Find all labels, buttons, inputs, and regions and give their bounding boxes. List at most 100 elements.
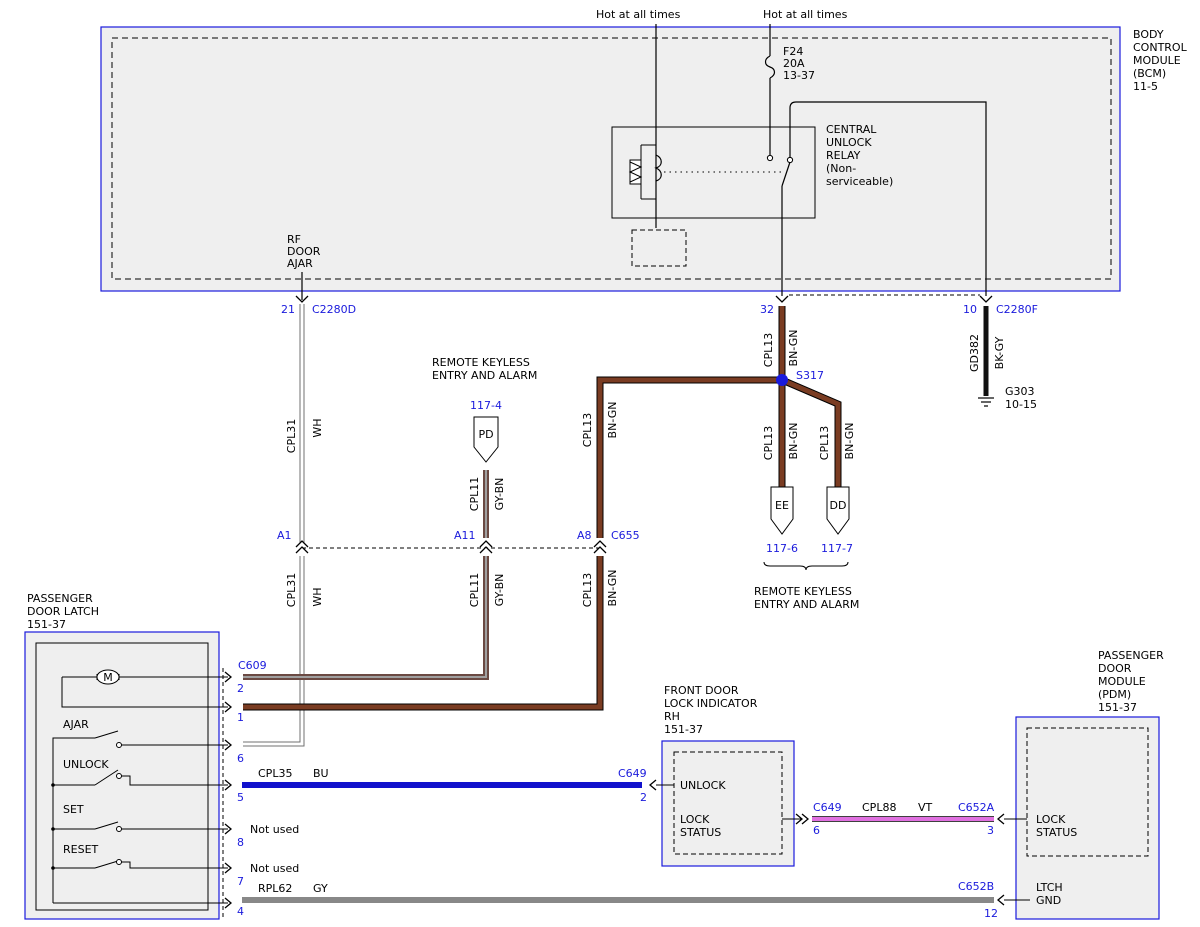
pdm-title-line2: DOOR (1098, 662, 1132, 675)
wire-color-bn-gn-left-upper: BN-GN (606, 402, 619, 439)
latch-pin-8-not-used: Not used (250, 823, 299, 836)
switch-label-reset: RESET (63, 843, 99, 856)
wire-label-cpl88: CPL88 (862, 801, 896, 814)
conn-c2280d-label: C2280D (312, 303, 356, 316)
rf-door-ajar-line2: DOOR (287, 245, 321, 258)
connector-arrow-icon (996, 813, 1005, 906)
connector-dd-label: DD (830, 499, 847, 512)
relay-driver-dashed (631, 229, 687, 267)
connector-arrow-icon (295, 295, 993, 303)
wire-label-rpl62: RPL62 (258, 882, 292, 895)
relay-label-line5: serviceable) (826, 175, 893, 188)
latch-pin-4: 4 (237, 905, 244, 918)
hot-at-all-times-left: Hot at all times (596, 8, 681, 21)
bcm-pin-32: 32 (760, 303, 774, 316)
switch-label-unlock: UNLOCK (63, 758, 109, 771)
relay-box (611, 126, 816, 219)
bcm-ref-link[interactable]: 11-5 (1133, 80, 1158, 93)
indicator-conn-c649-right: C649 (813, 801, 842, 814)
indicator-lock-status-line2: STATUS (680, 826, 721, 839)
c655-pin-a1: A1 (277, 529, 292, 542)
relay-label-line3: RELAY (826, 149, 861, 162)
splice-s317-label: S317 (796, 369, 824, 382)
connector-ee-flag (770, 486, 794, 535)
bcm-outline (100, 26, 1121, 292)
indicator-pin-6: 6 (813, 824, 820, 837)
latch-title-line1: PASSENGER (27, 592, 93, 605)
wire-color-gy: GY (313, 882, 328, 895)
pdm-conn-c652a: C652A (958, 801, 995, 814)
wire-label-cpl31-lower: CPL31 (285, 573, 298, 607)
pdm-lock-status-line1: LOCK (1036, 813, 1066, 826)
rke-top-ref-link[interactable]: 117-4 (470, 399, 502, 412)
indicator-lock-status-line1: LOCK (680, 813, 710, 826)
ground-g303-label: G303 (1005, 385, 1035, 398)
relay-label-line1: CENTRAL (826, 123, 877, 136)
wire-label-gd382: GD382 (968, 334, 981, 372)
indicator-module-outline (661, 740, 795, 867)
wire-label-cpl13-left-lower: CPL13 (581, 573, 594, 607)
connector-arrow-icon (295, 540, 607, 554)
c655-pin-a8: A8 (577, 529, 592, 542)
latch-pin-7-not-used: Not used (250, 862, 299, 875)
wire-color-gy-bn-upper: GY-BN (493, 478, 506, 511)
latch-ref-link[interactable]: 151-37 (27, 618, 66, 631)
latch-pin-8: 8 (237, 836, 244, 849)
wire-label-cpl11-lower: CPL11 (468, 573, 481, 607)
wire-color-bu: BU (313, 767, 329, 780)
motor-icon: M (61, 669, 228, 708)
indicator-unlock-label: UNLOCK (680, 779, 726, 792)
rf-door-ajar-line3: AJAR (287, 257, 313, 270)
latch-pin-7: 7 (237, 875, 244, 888)
rke-bottom-label-line1: REMOTE KEYLESS (754, 585, 852, 598)
pdm-module-outline (1015, 716, 1160, 920)
indicator-conn-c649-left: C649 (618, 767, 647, 780)
connector-ee-ref-link[interactable]: 117-6 (766, 542, 798, 555)
latch-pin-6: 6 (237, 752, 244, 765)
wire-color-gy-bn-lower: GY-BN (493, 574, 506, 607)
ground-ref-link[interactable]: 10-15 (1005, 398, 1037, 411)
connector-arrow-icon (648, 779, 810, 825)
bcm-name-line4: (BCM) (1133, 67, 1166, 80)
relay-label-line4: (Non- (826, 162, 856, 175)
pdm-inner-dashed (1026, 727, 1149, 857)
pdm-title-line3: MODULE (1098, 675, 1146, 688)
bcm-pin-21: 21 (281, 303, 295, 316)
bcm-name-line1: BODY (1133, 28, 1164, 41)
latch-title-line2: DOOR LATCH (27, 605, 99, 618)
pdm-ref-link[interactable]: 151-37 (1098, 701, 1137, 714)
wire-label-cpl13-ee: CPL13 (762, 426, 775, 460)
indicator-pin-2: 2 (640, 791, 647, 804)
wire-label-cpl13-bcm: CPL13 (762, 333, 775, 367)
indicator-inner-dashed (673, 751, 783, 855)
fuse-rating: 20A (783, 57, 805, 70)
wire-label-cpl31-upper: CPL31 (285, 419, 298, 453)
wire-color-bn-gn-dd: BN-GN (843, 423, 856, 460)
pdm-conn-c652b: C652B (958, 880, 994, 893)
wire-label-cpl35: CPL35 (258, 767, 292, 780)
hot-at-all-times-right: Hot at all times (763, 8, 848, 21)
indicator-ref-link[interactable]: 151-37 (664, 723, 703, 736)
pdm-lock-status-line2: STATUS (1036, 826, 1077, 839)
latch-inner-box (35, 642, 209, 911)
connector-dd-ref-link[interactable]: 117-7 (821, 542, 853, 555)
indicator-title-line2: LOCK INDICATOR (664, 697, 758, 710)
wire-color-bn-gn-ee: BN-GN (787, 423, 800, 460)
latch-pin-1: 1 (237, 711, 244, 724)
fuse-ref-link[interactable]: 13-37 (783, 69, 815, 82)
wire-color-bk-gy: BK-GY (993, 336, 1006, 369)
switch-icon (51, 730, 228, 904)
wire-cpl11-gy-bn (243, 470, 489, 680)
